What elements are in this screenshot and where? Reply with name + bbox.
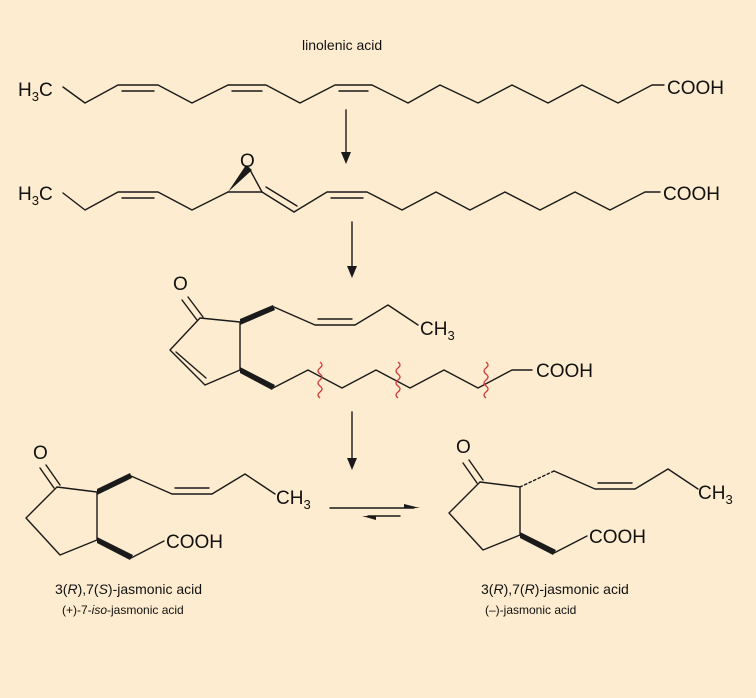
allene-oxide-tail-chain	[62, 191, 229, 211]
arrow-down-2	[347, 221, 357, 278]
ring-double-bond	[175, 351, 207, 379]
side-chain-wedge-4	[97, 537, 133, 560]
allene-bond-a	[261, 191, 295, 213]
ch3-group-1: CH3	[420, 319, 455, 343]
allene-oxide-structure: H3C O COOH	[18, 151, 720, 213]
octanoic-side-chain	[272, 369, 533, 389]
jasmonic-acid-structure: O CH3 COOH	[448, 437, 733, 555]
arrow-down-3	[347, 411, 357, 470]
cooh-group-4: COOH	[166, 532, 223, 553]
opda-structure: O CH3 COOH	[169, 274, 593, 399]
pentenyl-chain-left	[130, 473, 276, 495]
carbonyl-bond-2b	[39, 467, 55, 489]
side-chain-hashed-bond	[519, 470, 555, 488]
pentenyl-side-chain	[273, 304, 419, 326]
carbonyl-bond-3	[468, 459, 484, 481]
carbonyl-bond-1	[187, 296, 204, 318]
cleavage-mark-3	[483, 361, 489, 399]
cooh-group-3: COOH	[536, 361, 593, 382]
pentenyl-chain-right	[553, 468, 699, 490]
right-compound-name: 3(R),7(R)-jasmonic acid	[481, 581, 629, 597]
cooh-group-2: COOH	[663, 184, 720, 205]
allene-bond-b	[265, 186, 298, 207]
iso-jasmonic-acid-structure: O CH3 COOH	[25, 443, 311, 560]
equilibrium-arrows	[329, 504, 420, 520]
ketone-oxygen-1: O	[173, 274, 188, 295]
side-chain-wedge-5	[520, 532, 556, 555]
left-compound-alt-name: (+)-7-iso-jasmonic acid	[62, 603, 184, 617]
carbonyl-bond-3b	[462, 462, 478, 484]
side-chain-wedge-2	[240, 367, 275, 390]
cooh-group-5: COOH	[589, 527, 646, 548]
ketone-oxygen-3: O	[456, 437, 471, 458]
allene-oxide-carbon-chain	[293, 191, 661, 213]
acetic-chain-right	[553, 535, 588, 554]
linolenic-acid-structure: H3C COOH	[18, 78, 724, 104]
arrow-down-1	[341, 109, 351, 164]
epoxide-oxygen: O	[240, 151, 255, 172]
right-compound-alt-name: (–)-jasmonic acid	[485, 603, 576, 617]
epoxide-wedge-bond	[228, 165, 252, 192]
side-chain-wedge-3	[97, 473, 132, 495]
left-compound-name: 3(R),7(S)-jasmonic acid	[55, 581, 202, 597]
cleavage-mark-2	[395, 361, 401, 399]
ch3-group-2: CH3	[276, 488, 311, 512]
side-chain-wedge-1	[240, 305, 275, 325]
acetic-chain-left	[130, 540, 165, 559]
cyclopentanone-ring-left	[25, 486, 98, 556]
linolenic-acid-label: linolenic acid	[302, 37, 382, 53]
epoxide-ring-bond-2	[248, 167, 263, 193]
carbonyl-bond-2	[45, 464, 61, 486]
cyclopentenone-ring	[169, 317, 241, 386]
cleavage-mark-1	[317, 361, 323, 399]
h3c-group-2: H3C	[18, 184, 53, 208]
h3c-group-1: H3C	[18, 80, 53, 104]
ch3-group-3: CH3	[698, 483, 733, 507]
cooh-group-1: COOH	[667, 78, 724, 99]
ketone-oxygen-2: O	[33, 443, 48, 464]
cyclopentanone-ring-right	[448, 481, 521, 551]
linolenic-carbon-chain	[62, 84, 665, 104]
carbonyl-bond-1b	[181, 299, 198, 321]
